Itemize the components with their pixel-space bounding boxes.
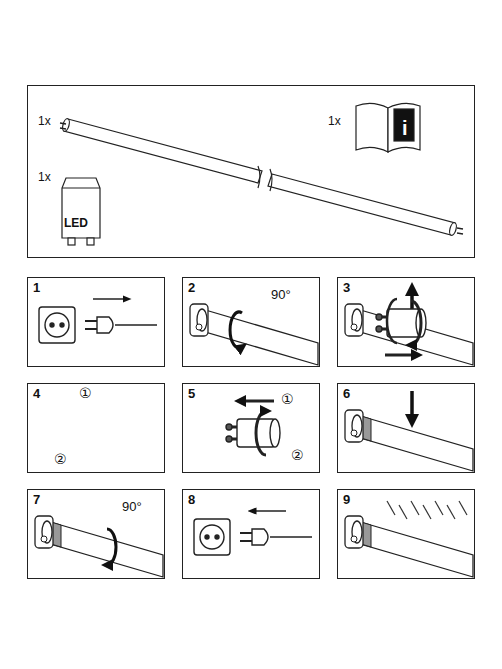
starter-insert [226, 401, 280, 455]
plug-out [39, 299, 157, 343]
step-panel: 1 [27, 277, 165, 367]
step-panel: 8 [182, 489, 320, 579]
step-panel: 6 [337, 383, 475, 473]
step-panel: 9 [337, 489, 475, 579]
step-number: 5 [188, 387, 195, 401]
label-text: 1x [38, 171, 51, 184]
label-text: 1x [328, 115, 341, 128]
label-text: 90° [122, 500, 142, 514]
step-panel: 5 ① ② [182, 383, 320, 473]
led-tube [60, 118, 463, 236]
tube-holder [345, 289, 473, 365]
step-number: 8 [188, 493, 195, 507]
label-text: LED [64, 217, 88, 230]
step-number: 4 [33, 387, 40, 401]
step-number: 9 [343, 493, 350, 507]
step-number: 2 [188, 281, 195, 295]
label-text: ① [281, 392, 294, 407]
step-number: 3 [343, 281, 350, 295]
tube-holder [35, 516, 163, 577]
step-number: 7 [33, 493, 40, 507]
label-text: 90° [271, 288, 291, 302]
step-panel: 2 90° [182, 277, 320, 367]
tube-holder [345, 501, 473, 577]
label-text: 1x [38, 115, 51, 128]
step-panel: 3 [337, 277, 475, 367]
starter-remove [376, 299, 426, 355]
label-text: i [402, 117, 408, 139]
step-panel: 4 ① ② [27, 383, 165, 473]
tube-holder [35, 289, 473, 577]
plug-in [194, 511, 312, 555]
label-text: ② [291, 448, 304, 463]
tube-holder [345, 391, 473, 471]
led-starter [62, 178, 100, 245]
step-panel: 7 90° [27, 489, 165, 579]
label-text: ② [54, 452, 67, 467]
tube-holder [190, 304, 318, 365]
label-text: ① [79, 386, 92, 401]
manual-booklet [356, 103, 420, 152]
step-number: 6 [343, 387, 350, 401]
contents-panel: 1x 1x 1xLED i [27, 85, 475, 258]
step-number: 1 [33, 281, 40, 295]
